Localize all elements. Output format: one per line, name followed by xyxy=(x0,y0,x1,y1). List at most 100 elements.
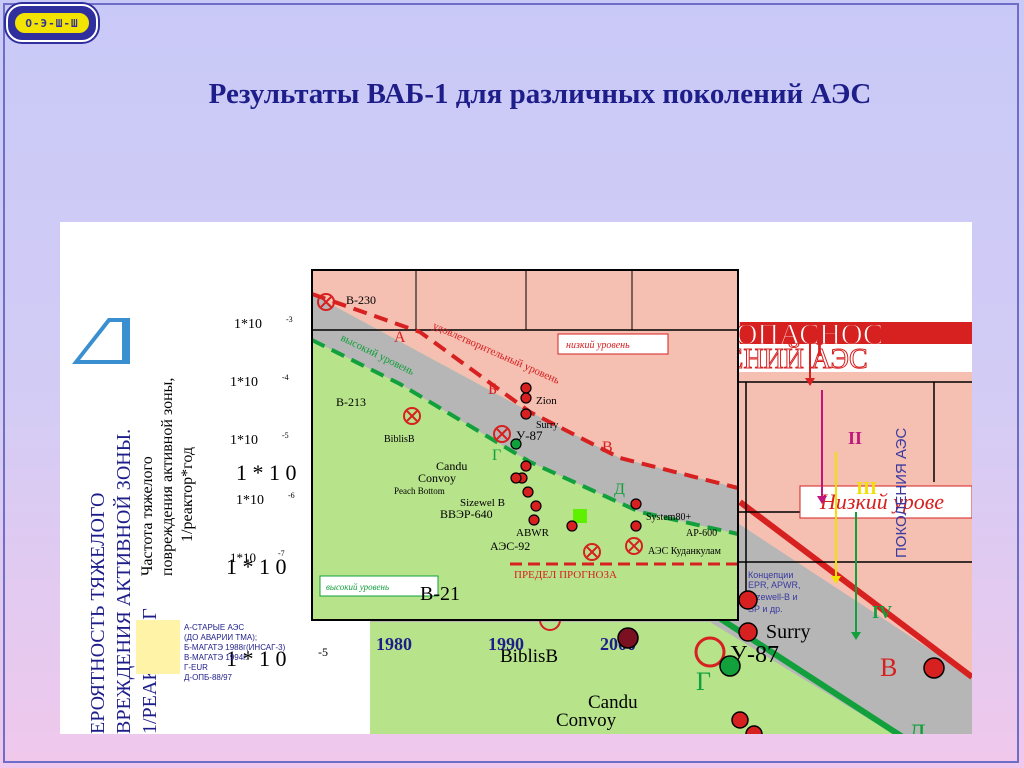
point-marker xyxy=(630,498,642,510)
y-label-line2: повреждения активной зоны, xyxy=(159,378,176,576)
legend-line: Д-ОПБ-88/97 xyxy=(184,673,233,682)
data-point: ВВЭР-640 xyxy=(440,507,587,523)
data-point: В-230 xyxy=(317,293,376,311)
point-marker xyxy=(522,486,534,498)
point-label: System80+ xyxy=(646,512,691,523)
data-point: Sizewel B xyxy=(460,497,542,512)
point-marker xyxy=(403,407,421,425)
y-label-line3: 1/реактор*год xyxy=(179,447,196,542)
concept-line: Sizewell-B и xyxy=(748,592,798,602)
point-marker xyxy=(520,408,532,420)
big-point xyxy=(719,655,741,677)
y-axis: 1*10 -3 1*10 -4 1*10 -5 1*10 -6 1*10 -7 xyxy=(230,315,295,565)
y-tick-label: 1*10 xyxy=(230,550,256,565)
point-label: ABWR xyxy=(516,527,550,539)
data-point: В-21 xyxy=(420,583,460,605)
big-label-surry: Surry xyxy=(766,621,810,643)
point-label: Peach Bottom xyxy=(394,486,445,496)
point-marker xyxy=(573,509,587,523)
point-marker xyxy=(520,382,532,394)
point-marker xyxy=(528,514,540,526)
letter-b: Б xyxy=(488,381,497,398)
point-label: Sizewel B xyxy=(460,497,505,509)
data-point: Surry xyxy=(520,408,558,431)
point-marker xyxy=(510,472,522,484)
data-point: АЭС Куданкулам xyxy=(625,537,722,557)
point-label: Candu xyxy=(436,459,467,473)
inset-border xyxy=(311,269,739,621)
big-label-g: Г xyxy=(696,667,711,696)
bg-low-level-box xyxy=(799,485,972,519)
big-label-biblis: BiblisB xyxy=(500,646,558,667)
point-marker xyxy=(630,520,642,532)
data-point: В-213 xyxy=(336,395,421,425)
big-cross-marker xyxy=(694,636,726,668)
big-label-candu: Candu xyxy=(588,692,638,713)
y-tick-exp: -3 xyxy=(286,315,293,324)
concept-line: SP и др. xyxy=(748,604,783,614)
point-marker-cross xyxy=(320,296,332,308)
letter-d: Д xyxy=(614,481,625,498)
big-label-convoy: Convoy xyxy=(556,710,617,731)
line-high xyxy=(311,338,739,536)
chart-svg: УРОВНИ БЕЗОПАСНОС ПОКОЛЕНИЙ АЭС Низкий у… xyxy=(72,269,972,734)
arrowhead xyxy=(805,378,815,386)
bg-green-zone xyxy=(370,622,894,734)
y-tick-label: 1*10 xyxy=(236,493,264,508)
letter-v: В xyxy=(602,439,613,456)
point-marker xyxy=(520,460,532,472)
data-point: Peach Bottom xyxy=(394,486,534,498)
slide-frame xyxy=(3,3,1019,763)
data-point: ABWR xyxy=(516,527,601,561)
point-label: АЭС-92 xyxy=(490,539,530,553)
year-1980: 1980 xyxy=(376,634,412,654)
label-highest-level: высокий уровень xyxy=(326,582,389,592)
legend-line: (ДО АВАРИИ ТМА); xyxy=(184,633,257,642)
big-point xyxy=(738,590,758,610)
inset-chart: удовлетворительный уровень высокий урове… xyxy=(311,269,739,621)
point-label: В-230 xyxy=(346,293,376,307)
arrowhead xyxy=(817,496,827,504)
concept-line: EPR, APWR, xyxy=(748,580,801,590)
data-point: AP-600 xyxy=(630,520,717,539)
point-marker-cross xyxy=(406,410,418,422)
arrowhead xyxy=(851,632,861,640)
point-label: В-21 xyxy=(420,583,460,605)
point-label: В-213 xyxy=(336,395,366,409)
generations-label: ПОКОЛЕНИЯ АЭС xyxy=(893,428,910,558)
y-tick-exp: -7 xyxy=(278,549,285,558)
y-tick-label: 1*10 xyxy=(230,433,258,448)
big-point xyxy=(738,622,758,642)
big-point xyxy=(923,657,945,679)
big-point xyxy=(731,711,749,729)
slide-title: Результаты ВАБ-1 для различных поколений… xyxy=(208,78,872,110)
point-label: BiblisB xyxy=(384,434,415,445)
arrowhead xyxy=(831,576,841,584)
y-tick-exp: -4 xyxy=(282,373,289,382)
data-point: АЭС-92 xyxy=(490,539,530,553)
big-y-label-1: 1 * 1 0 xyxy=(236,460,297,485)
data-point: System80+ xyxy=(630,498,691,523)
left-rotated-2: ВРЕЖДЕНИЯ АКТИВНОЙ ЗОНЫ. xyxy=(112,429,135,734)
letter-g: Г xyxy=(492,447,501,464)
letter-a: А xyxy=(394,329,406,346)
concept-line: Концепции xyxy=(748,570,793,580)
point-label: AP-600 xyxy=(686,528,717,539)
legend-line: В-МАГАТЭ 1994г. xyxy=(184,653,247,662)
left-rotated-1: ЕРОЯТНОСТЬ ТЯЖЕЛОГО xyxy=(87,492,109,734)
roman-ii: II xyxy=(848,428,862,448)
big-label-v: В xyxy=(880,653,897,682)
point-marker xyxy=(625,537,643,555)
data-point: Candu xyxy=(436,459,532,473)
point-label: Zion xyxy=(536,395,557,407)
big-label-d: Д xyxy=(908,719,926,734)
point-marker xyxy=(510,438,522,450)
y-label-line1: Частота тяжелого xyxy=(139,456,156,576)
point-marker xyxy=(583,543,601,561)
point-marker xyxy=(520,392,532,404)
big-point xyxy=(745,725,763,734)
point-marker xyxy=(317,293,335,311)
point-label: ВВЭР-640 xyxy=(440,507,493,521)
point-marker xyxy=(566,520,578,532)
